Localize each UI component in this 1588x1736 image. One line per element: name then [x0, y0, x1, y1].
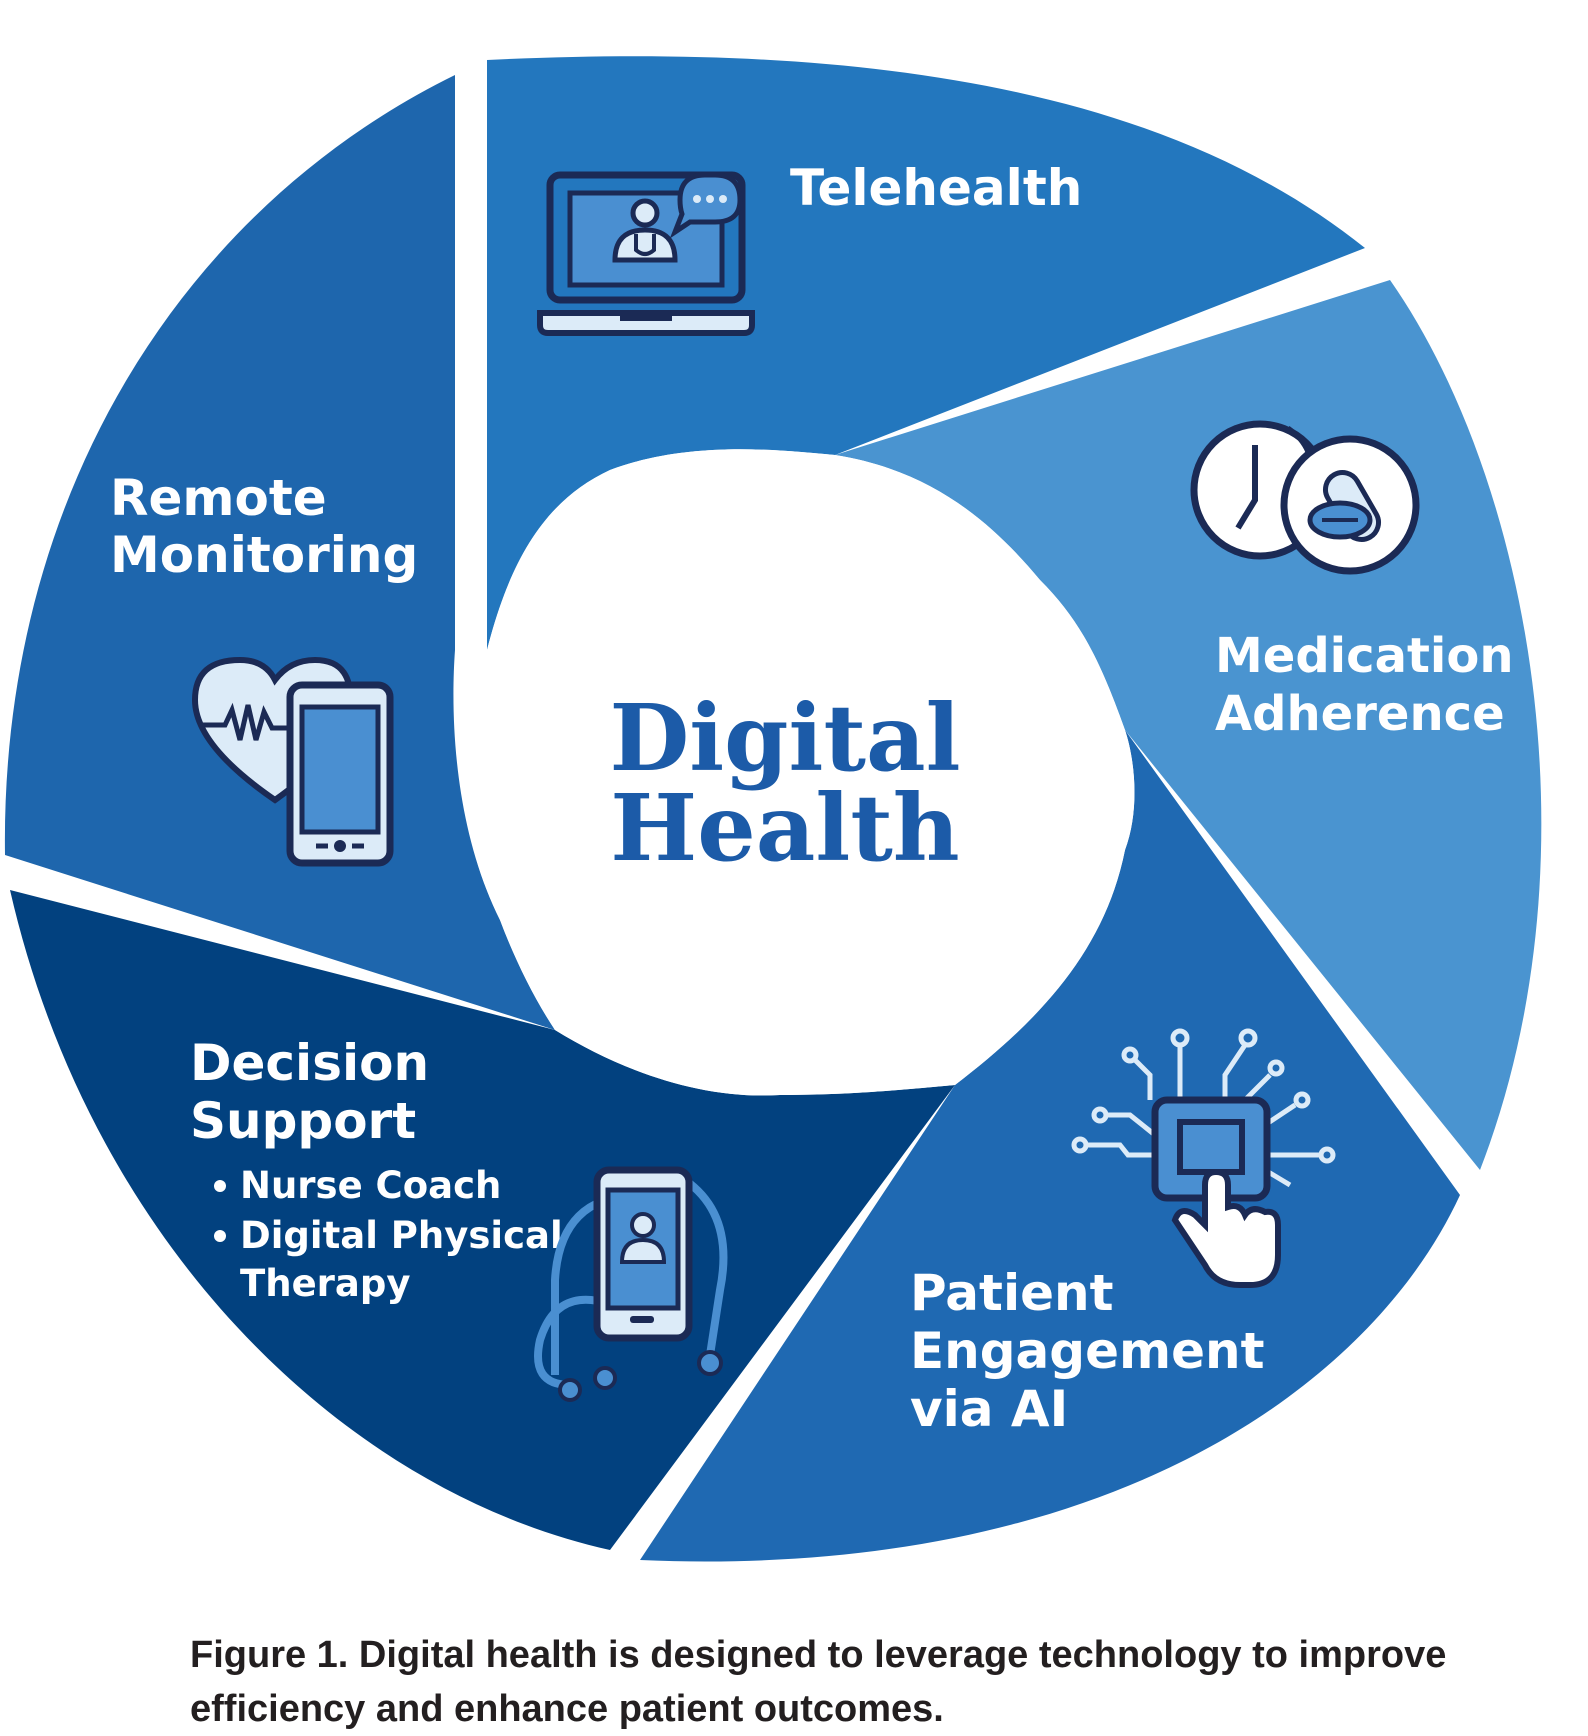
segment-decision-support	[10, 890, 955, 1550]
caption-line2: efficiency and enhance patient outcomes.	[190, 1688, 944, 1730]
decision-title-line1: Decision	[190, 1034, 429, 1092]
decision-bullet-nurse-coach: Nurse Coach	[240, 1164, 501, 1207]
patient-title-line3: via AI	[910, 1380, 1068, 1438]
decision-bullet-digital-pt-line1: Digital Physical	[240, 1214, 563, 1257]
center-title-line1: Digital	[609, 684, 960, 792]
ai-chip-hand-icon	[1071, 1028, 1336, 1288]
phone-stethoscope-icon	[534, 1166, 728, 1402]
heart-phone-icon	[191, 656, 394, 867]
segment-patient-engagement	[640, 730, 1460, 1562]
clock-pills-icon	[1190, 420, 1420, 575]
telehealth-title: Telehealth	[790, 159, 1082, 217]
remote-title-line2: Monitoring	[110, 526, 418, 584]
laptop-doctor-chat-icon	[537, 171, 755, 336]
medication-title-line1: Medication	[1215, 628, 1514, 684]
patient-title-line2: Engagement	[910, 1322, 1265, 1380]
medication-title-line2: Adherence	[1215, 686, 1505, 742]
center-title-line2: Health	[610, 774, 959, 882]
decision-bullet-digital-pt-line2: Therapy	[240, 1262, 411, 1305]
figure-caption: Figure 1. Digital health is designed to …	[190, 1628, 1580, 1736]
ring	[4, 56, 1542, 1562]
caption-line1: Figure 1. Digital health is designed to …	[190, 1634, 1447, 1676]
digital-health-wheel: Digital Health Telehealth Medication Adh…	[4, 56, 1542, 1562]
bullet-dot	[214, 1180, 226, 1192]
center-hub	[462, 449, 1135, 1096]
patient-title-line1: Patient	[910, 1264, 1114, 1322]
remote-title-line1: Remote	[110, 469, 327, 527]
decision-title-line2: Support	[190, 1092, 416, 1150]
segment-remote-monitoring	[4, 75, 555, 1030]
bullet-dot	[214, 1230, 226, 1242]
